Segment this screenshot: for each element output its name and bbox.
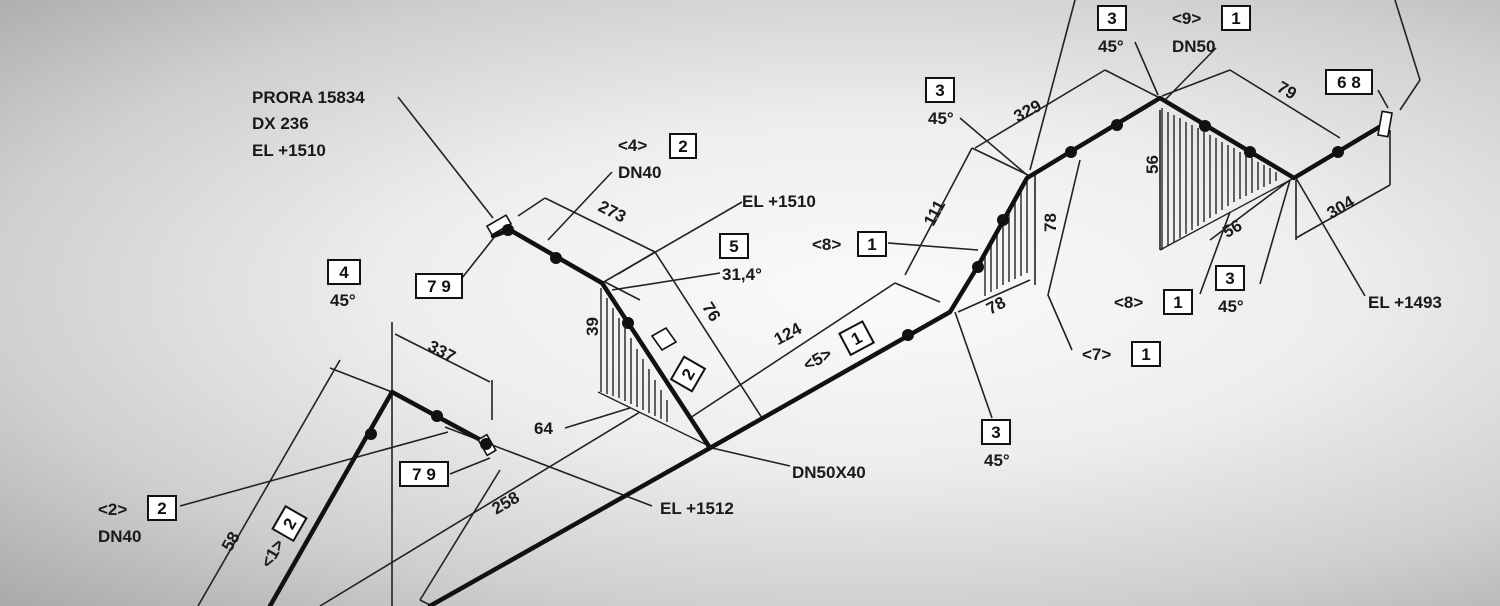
tag-8-right-prefix: <8> (1114, 293, 1143, 312)
box-3-left-value: 3 (935, 81, 944, 100)
dimension-39: 39 (583, 317, 602, 336)
weld-joint (1244, 146, 1256, 158)
weld-joint (1111, 119, 1123, 131)
weld-joint (550, 252, 562, 264)
callout-prora-line2: DX 236 (252, 114, 309, 133)
box-68-value: 6 8 (1337, 73, 1361, 92)
pipe-main-run (427, 95, 1389, 606)
weld-joint (902, 329, 914, 341)
tag-2-size: DN40 (98, 527, 141, 546)
box-79-lower-value: 7 9 (412, 465, 436, 484)
weld-joint (1065, 146, 1077, 158)
hatching-left (597, 288, 708, 446)
tag-1-prefix: <1> (257, 536, 288, 571)
weld-joint (1332, 146, 1344, 158)
hatching-right (1159, 108, 1295, 251)
flow-arrow-icon (650, 326, 678, 352)
tag-7-group: <7> 1 (1082, 341, 1161, 367)
pipe-end-cap (485, 214, 513, 236)
tag-8-left-box-value: 1 (867, 235, 876, 254)
callout-dn50x40: DN50X40 (792, 463, 866, 482)
tag-8-right-box-value: 1 (1173, 293, 1182, 312)
callout-el-1512: EL +1512 (660, 499, 734, 518)
weld-joint (480, 438, 492, 450)
tag-2-group: <2> 2 DN40 (98, 495, 177, 546)
tag-1-group: <1> 2 (257, 504, 308, 571)
leader-lines (179, 0, 1421, 606)
tag-4-box-value: 2 (678, 137, 687, 156)
dimension-56-vertical: 56 (1143, 155, 1162, 174)
weld-joint (997, 214, 1009, 226)
box-79-lower: 7 9 (399, 461, 449, 487)
tag-5-group: <5> 1 (800, 320, 876, 375)
box-79-upper-value: 7 9 (427, 277, 451, 296)
box-3-left-group: 3 45° (925, 77, 955, 128)
box-5-group: 5 31,4° (719, 233, 762, 284)
weld-joint (431, 410, 443, 422)
box-3-left-angle: 45° (928, 109, 954, 128)
tag-7-prefix: <7> (1082, 345, 1111, 364)
weld-joints (365, 119, 1344, 450)
dimension-76: 76 (698, 299, 724, 325)
dimension-78-diagonal: 78 (983, 293, 1009, 319)
dimension-56-diagonal: 56 (1219, 216, 1245, 242)
box-79-upper: 7 9 (415, 273, 463, 299)
tag-2-prefix: <2> (98, 500, 127, 519)
dimension-273: 273 (595, 197, 629, 227)
tag-5-prefix: <5> (800, 344, 835, 375)
tag-8-left-group: <8> 1 (812, 231, 887, 257)
tag-9-box-value: 1 (1231, 9, 1240, 28)
box-3-right-group: 3 45° (1215, 265, 1245, 316)
box-4-group: 4 45° (327, 259, 361, 310)
callout-prora-line3: EL +1510 (252, 141, 326, 160)
dimension-124: 124 (771, 319, 805, 349)
box-3-right-angle: 45° (1218, 297, 1244, 316)
box-3-right-value: 3 (1225, 269, 1234, 288)
dimension-329: 329 (1011, 96, 1045, 126)
dimension-64: 64 (534, 419, 553, 438)
weld-joint (502, 224, 514, 236)
callout-prora-line1: PRORA 15834 (252, 88, 365, 107)
box-5-value: 5 (729, 237, 738, 256)
box-68-group: 6 8 (1325, 69, 1373, 95)
hatching-middle (984, 182, 1028, 296)
weld-joint (622, 317, 634, 329)
callout-el-1493: EL +1493 (1368, 293, 1442, 312)
pipe-end-cap (1377, 110, 1393, 138)
tag-9-size: DN50 (1172, 37, 1215, 56)
box-2-diagonal: 2 (669, 355, 707, 393)
tag-7-box-value: 1 (1141, 345, 1150, 364)
box-3-bottom-value: 3 (991, 423, 1000, 442)
dimension-337: 337 (425, 337, 459, 367)
box-3-bottom-angle: 45° (984, 451, 1010, 470)
box-3-top-value: 3 (1107, 9, 1116, 28)
box-4-value: 4 (339, 263, 349, 282)
tag-8-left-prefix: <8> (812, 235, 841, 254)
dimension-values: 337 273 76 39 64 258 58 124 111 78 78 32… (218, 77, 1358, 554)
tag-4-group: <4> 2 DN40 (618, 133, 697, 182)
tag-4-size: DN40 (618, 163, 661, 182)
tag-9-prefix: <9> (1172, 9, 1201, 28)
tag-9-group: <9> 1 DN50 (1172, 5, 1251, 56)
weld-joint (972, 261, 984, 273)
weld-joint (1199, 120, 1211, 132)
dimension-258: 258 (489, 488, 523, 519)
dimension-304: 304 (1324, 192, 1359, 223)
pipe-branch-left (267, 389, 491, 606)
box-5-angle: 31,4° (722, 265, 762, 284)
tag-4-prefix: <4> (618, 136, 647, 155)
dimension-111: 111 (920, 197, 949, 229)
box-4-angle: 45° (330, 291, 356, 310)
box-3-bottom-group: 3 45° (981, 419, 1011, 470)
dimension-78-vertical: 78 (1041, 213, 1060, 232)
callout-el-1510: EL +1510 (742, 192, 816, 211)
tag-2-box-value: 2 (157, 499, 166, 518)
callout-prora: PRORA 15834 DX 236 EL +1510 (252, 88, 365, 160)
box-3-top-group: 3 45° (1097, 5, 1127, 56)
box-3-top-angle: 45° (1098, 37, 1124, 56)
tag-8-right-group: <8> 1 (1114, 289, 1193, 315)
weld-joint (365, 428, 377, 440)
